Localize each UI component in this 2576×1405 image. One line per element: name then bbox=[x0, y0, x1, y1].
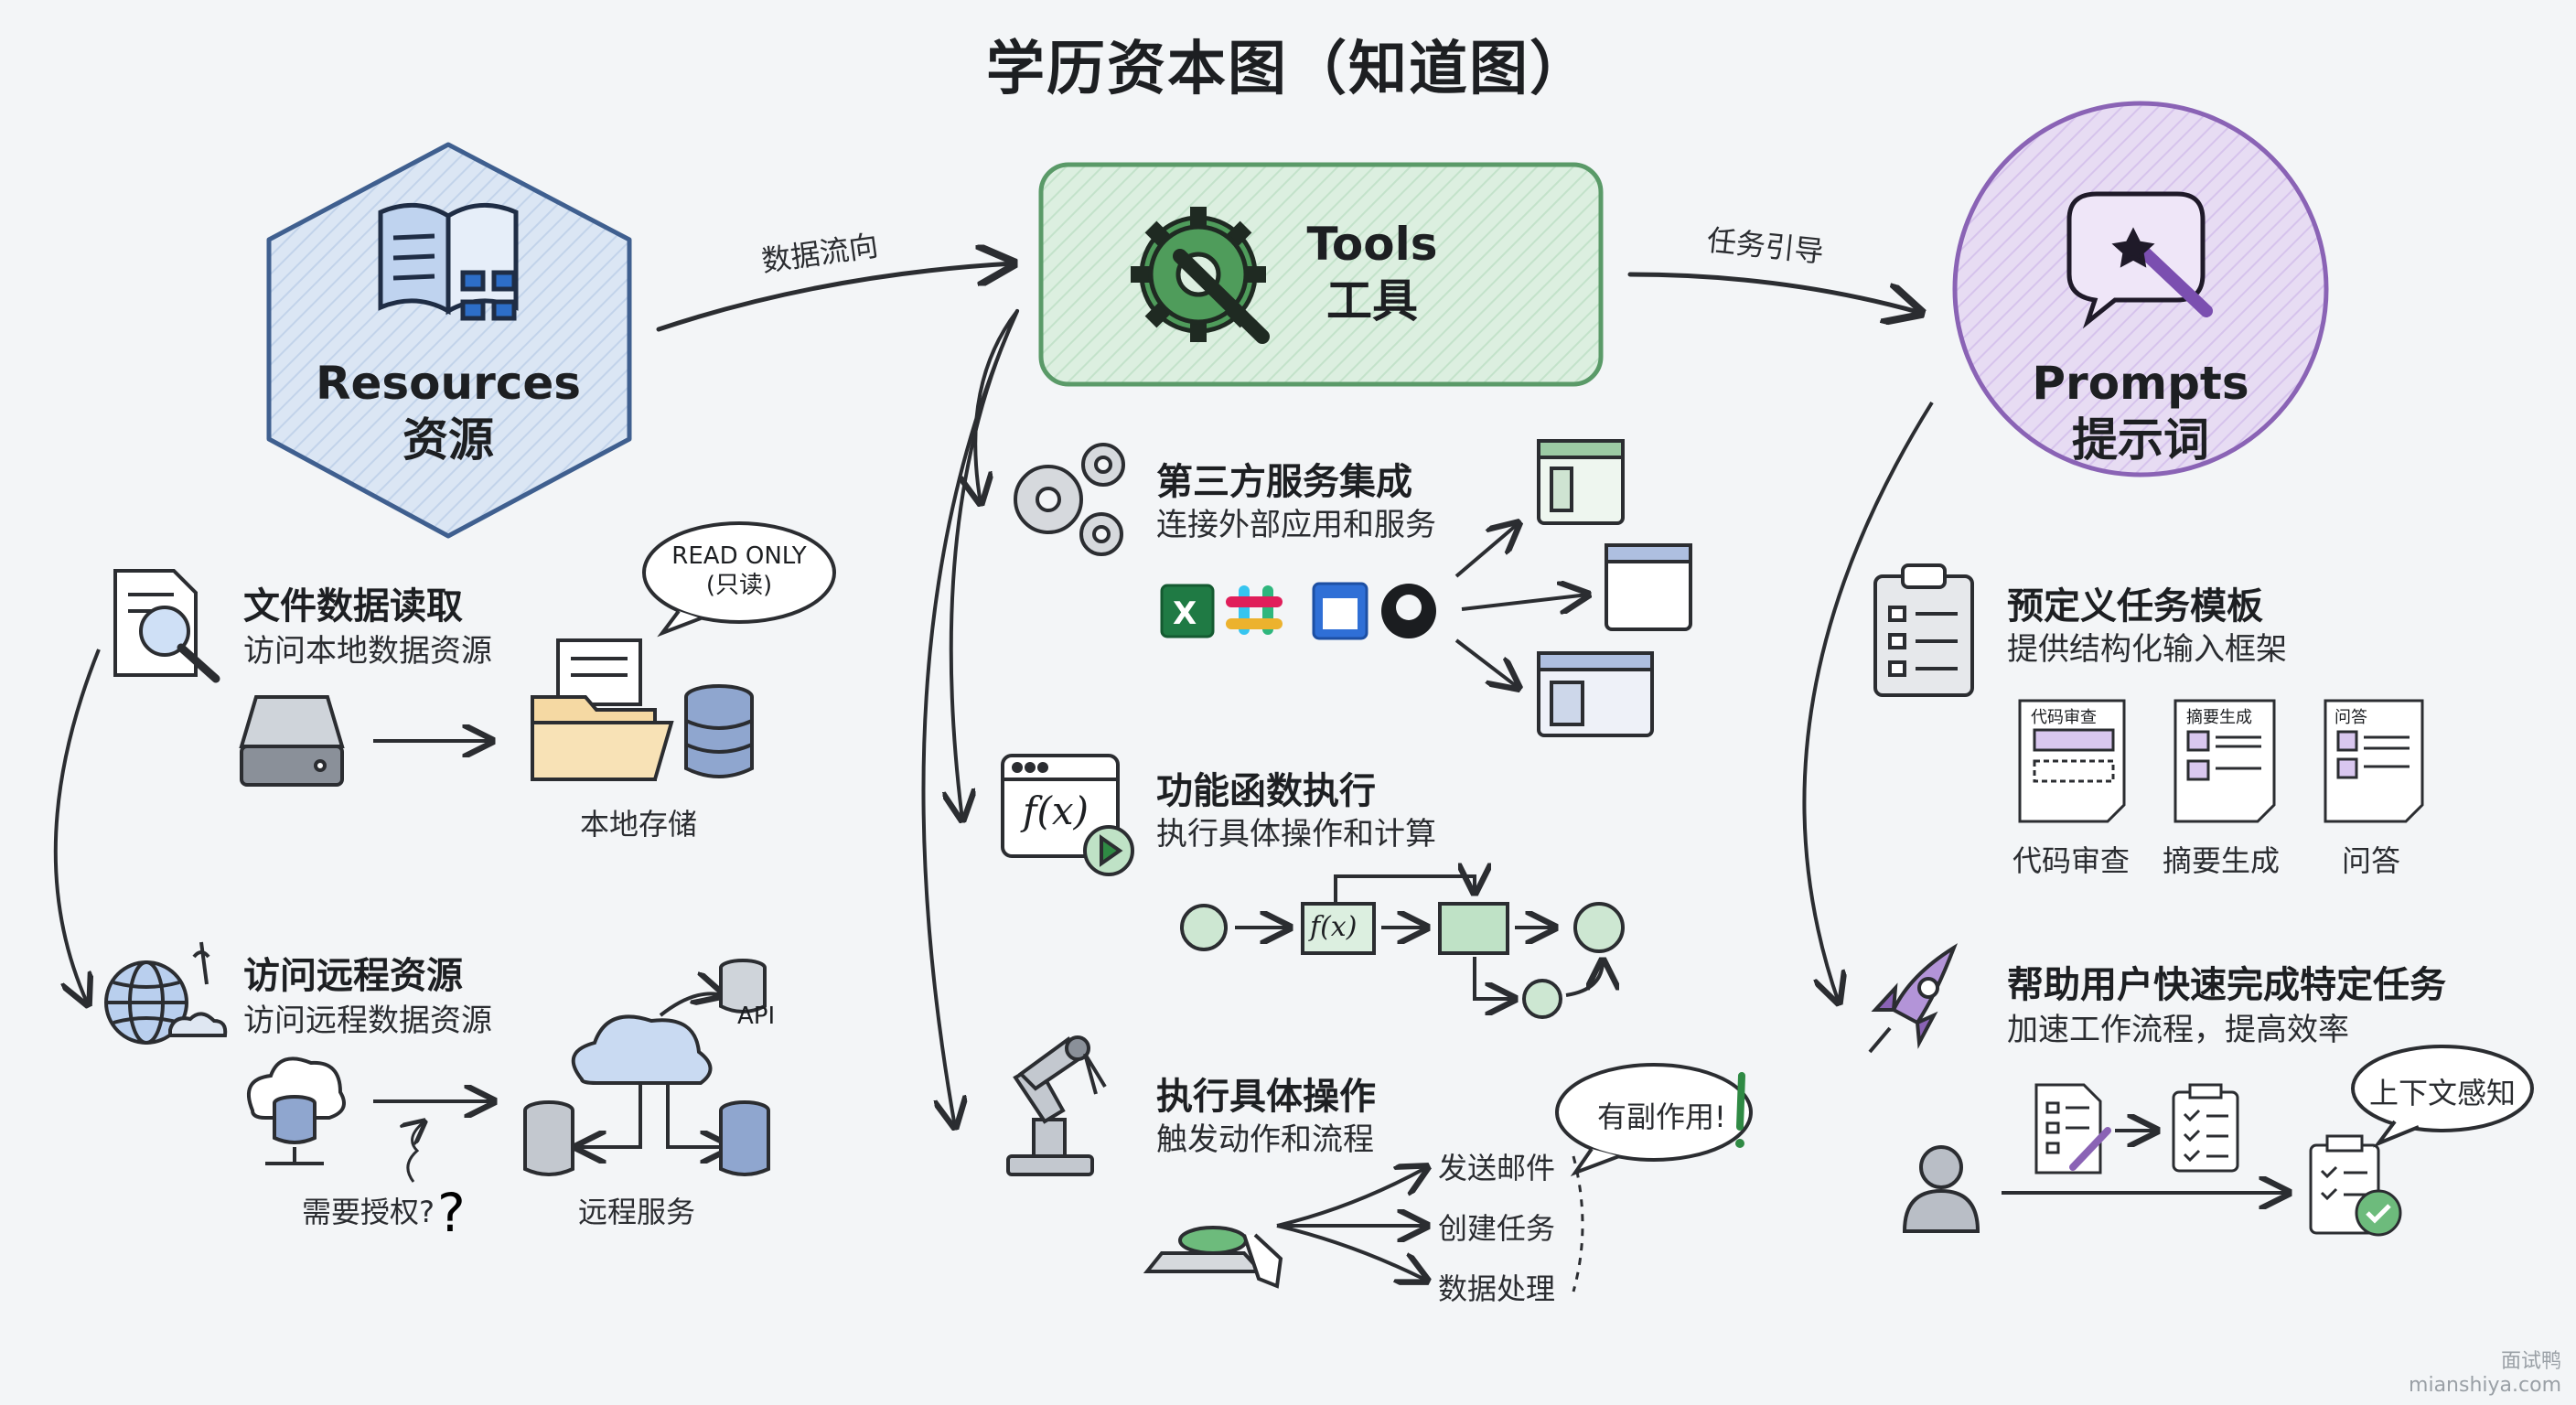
remote-service-label: 远程服务 bbox=[578, 1195, 696, 1229]
file-read-title: 文件数据读取 bbox=[243, 585, 463, 627]
context-label: 上下文感知 bbox=[2369, 1076, 2517, 1110]
robot-arm-icon bbox=[1006, 1035, 1107, 1176]
read-only-line1: READ ONLY bbox=[671, 542, 807, 570]
context-bubble bbox=[2351, 1045, 2534, 1132]
prompts-branch-arrow bbox=[1802, 401, 1934, 1003]
resources-hub-zh: 资源 bbox=[402, 413, 494, 467]
side-effect-bubble bbox=[1555, 1063, 1753, 1162]
rocket-icon bbox=[1868, 943, 1959, 1054]
file-read-desc: 访问本地数据资源 bbox=[243, 633, 492, 670]
resources-hexagon bbox=[266, 142, 632, 539]
file-search-icon bbox=[113, 569, 220, 683]
press-button-icon bbox=[1143, 1226, 1283, 1289]
dashed-bracket bbox=[1572, 1155, 1584, 1292]
action-arrows bbox=[1276, 1167, 1427, 1281]
templates-title: 预定义任务模板 bbox=[2007, 585, 2263, 627]
app-icons: X bbox=[1160, 582, 1436, 640]
api-database-icon bbox=[719, 959, 767, 1014]
fx-flow-label: f(x) bbox=[1310, 911, 1358, 943]
integration-arrows bbox=[1454, 523, 1588, 688]
read-only-label: READ ONLY (只读) bbox=[648, 542, 831, 600]
gear-wrench-icon bbox=[1131, 207, 1270, 344]
page-title: 学历资本图（知道图） bbox=[986, 36, 1590, 103]
function-window-icon bbox=[1001, 754, 1134, 876]
function-desc: 执行具体操作和计算 bbox=[1156, 816, 1436, 853]
card-label-summary: 摘要生成 bbox=[2163, 843, 2281, 878]
function-flow bbox=[1180, 876, 1625, 1019]
templates-desc: 提供结构化输入框架 bbox=[2007, 631, 2287, 668]
function-title: 功能函数执行 bbox=[1156, 770, 1376, 812]
read-only-bubble bbox=[642, 521, 836, 624]
help-title: 帮助用户快速完成特定任务 bbox=[2007, 964, 2446, 1006]
book-icon bbox=[378, 202, 519, 321]
action-desc: 触发动作和流程 bbox=[1156, 1121, 1374, 1158]
prompts-hub: Prompts 提示词 bbox=[2003, 355, 2278, 468]
clipboard-icon bbox=[1873, 563, 1974, 697]
tools-branch-arrows bbox=[921, 309, 1019, 1127]
template-cards bbox=[2018, 699, 2424, 823]
watermark-line2: mianshiya.com bbox=[2409, 1374, 2561, 1397]
globe-icon bbox=[104, 941, 228, 1045]
folder-icon bbox=[531, 638, 674, 781]
side-effect-label: 有副作用! bbox=[1597, 1099, 1726, 1134]
database-icon bbox=[684, 684, 754, 778]
watermark: 面试鸭 mianshiya.com bbox=[2378, 1345, 2561, 1397]
card-tag-code-review: 代码审查 bbox=[2031, 708, 2097, 727]
fx-icon-label: f(x) bbox=[1023, 788, 1089, 833]
read-only-line2: (只读) bbox=[705, 572, 773, 599]
cloud-database-icon bbox=[247, 1056, 346, 1165]
card-tag-qa: 问答 bbox=[2334, 708, 2367, 727]
third-party-title: 第三方服务集成 bbox=[1156, 461, 1412, 503]
third-party-desc: 连接外部应用和服务 bbox=[1156, 507, 1436, 543]
resources-branch-arrow bbox=[53, 649, 101, 1004]
card-tag-summary: 摘要生成 bbox=[2186, 708, 2252, 727]
action-item-task: 创建任务 bbox=[1438, 1211, 1556, 1246]
card-label-qa: 问答 bbox=[2342, 843, 2401, 878]
tools-hub: Tools 工具 bbox=[1281, 216, 1464, 329]
hard-drive-icon bbox=[239, 695, 345, 787]
resources-hub-en: Resources bbox=[315, 357, 582, 410]
gears-icon bbox=[1014, 443, 1125, 556]
app-windows bbox=[1537, 439, 1692, 737]
action-title: 执行具体操作 bbox=[1156, 1076, 1376, 1118]
remote-desc: 访问远程数据资源 bbox=[243, 1003, 492, 1039]
chat-wand-icon bbox=[2066, 191, 2213, 329]
main-arrows bbox=[656, 263, 1921, 332]
user-icon bbox=[1902, 1145, 1980, 1233]
auth-label: 需要授权? bbox=[302, 1195, 435, 1229]
checked-clipboard-icon bbox=[2309, 1134, 2402, 1237]
remote-title: 访问远程资源 bbox=[243, 955, 463, 997]
remote-database-right bbox=[719, 1100, 770, 1176]
api-label: API bbox=[737, 1003, 776, 1030]
watermark-line1: 面试鸭 bbox=[2500, 1350, 2561, 1373]
action-item-data: 数据处理 bbox=[1438, 1271, 1556, 1306]
doc-pen-icon bbox=[2034, 1083, 2111, 1174]
slack-icon bbox=[1226, 585, 1283, 635]
action-item-email: 发送邮件 bbox=[1438, 1151, 1556, 1185]
remote-database-left bbox=[523, 1100, 574, 1176]
auth-squiggle bbox=[408, 1121, 424, 1183]
tools-hub-en: Tools bbox=[1306, 218, 1438, 271]
tools-hub-zh: 工具 bbox=[1326, 274, 1418, 327]
excel-icon bbox=[1160, 584, 1215, 638]
resources-hub: Resources 资源 bbox=[311, 355, 585, 468]
card-label-code-review: 代码审查 bbox=[2012, 843, 2131, 878]
svg-text:X: X bbox=[1173, 595, 1197, 632]
question-mark: ? bbox=[437, 1182, 466, 1244]
checklist-icon bbox=[2172, 1083, 2239, 1173]
exclamation-mark bbox=[1736, 1072, 1745, 1131]
prompts-hub-en: Prompts bbox=[2032, 357, 2249, 410]
local-storage-label: 本地存储 bbox=[580, 807, 698, 842]
prompts-hub-zh: 提示词 bbox=[2072, 413, 2209, 467]
help-desc: 加速工作流程，提高效率 bbox=[2007, 1012, 2349, 1048]
remote-cloud-icon bbox=[571, 993, 730, 1147]
